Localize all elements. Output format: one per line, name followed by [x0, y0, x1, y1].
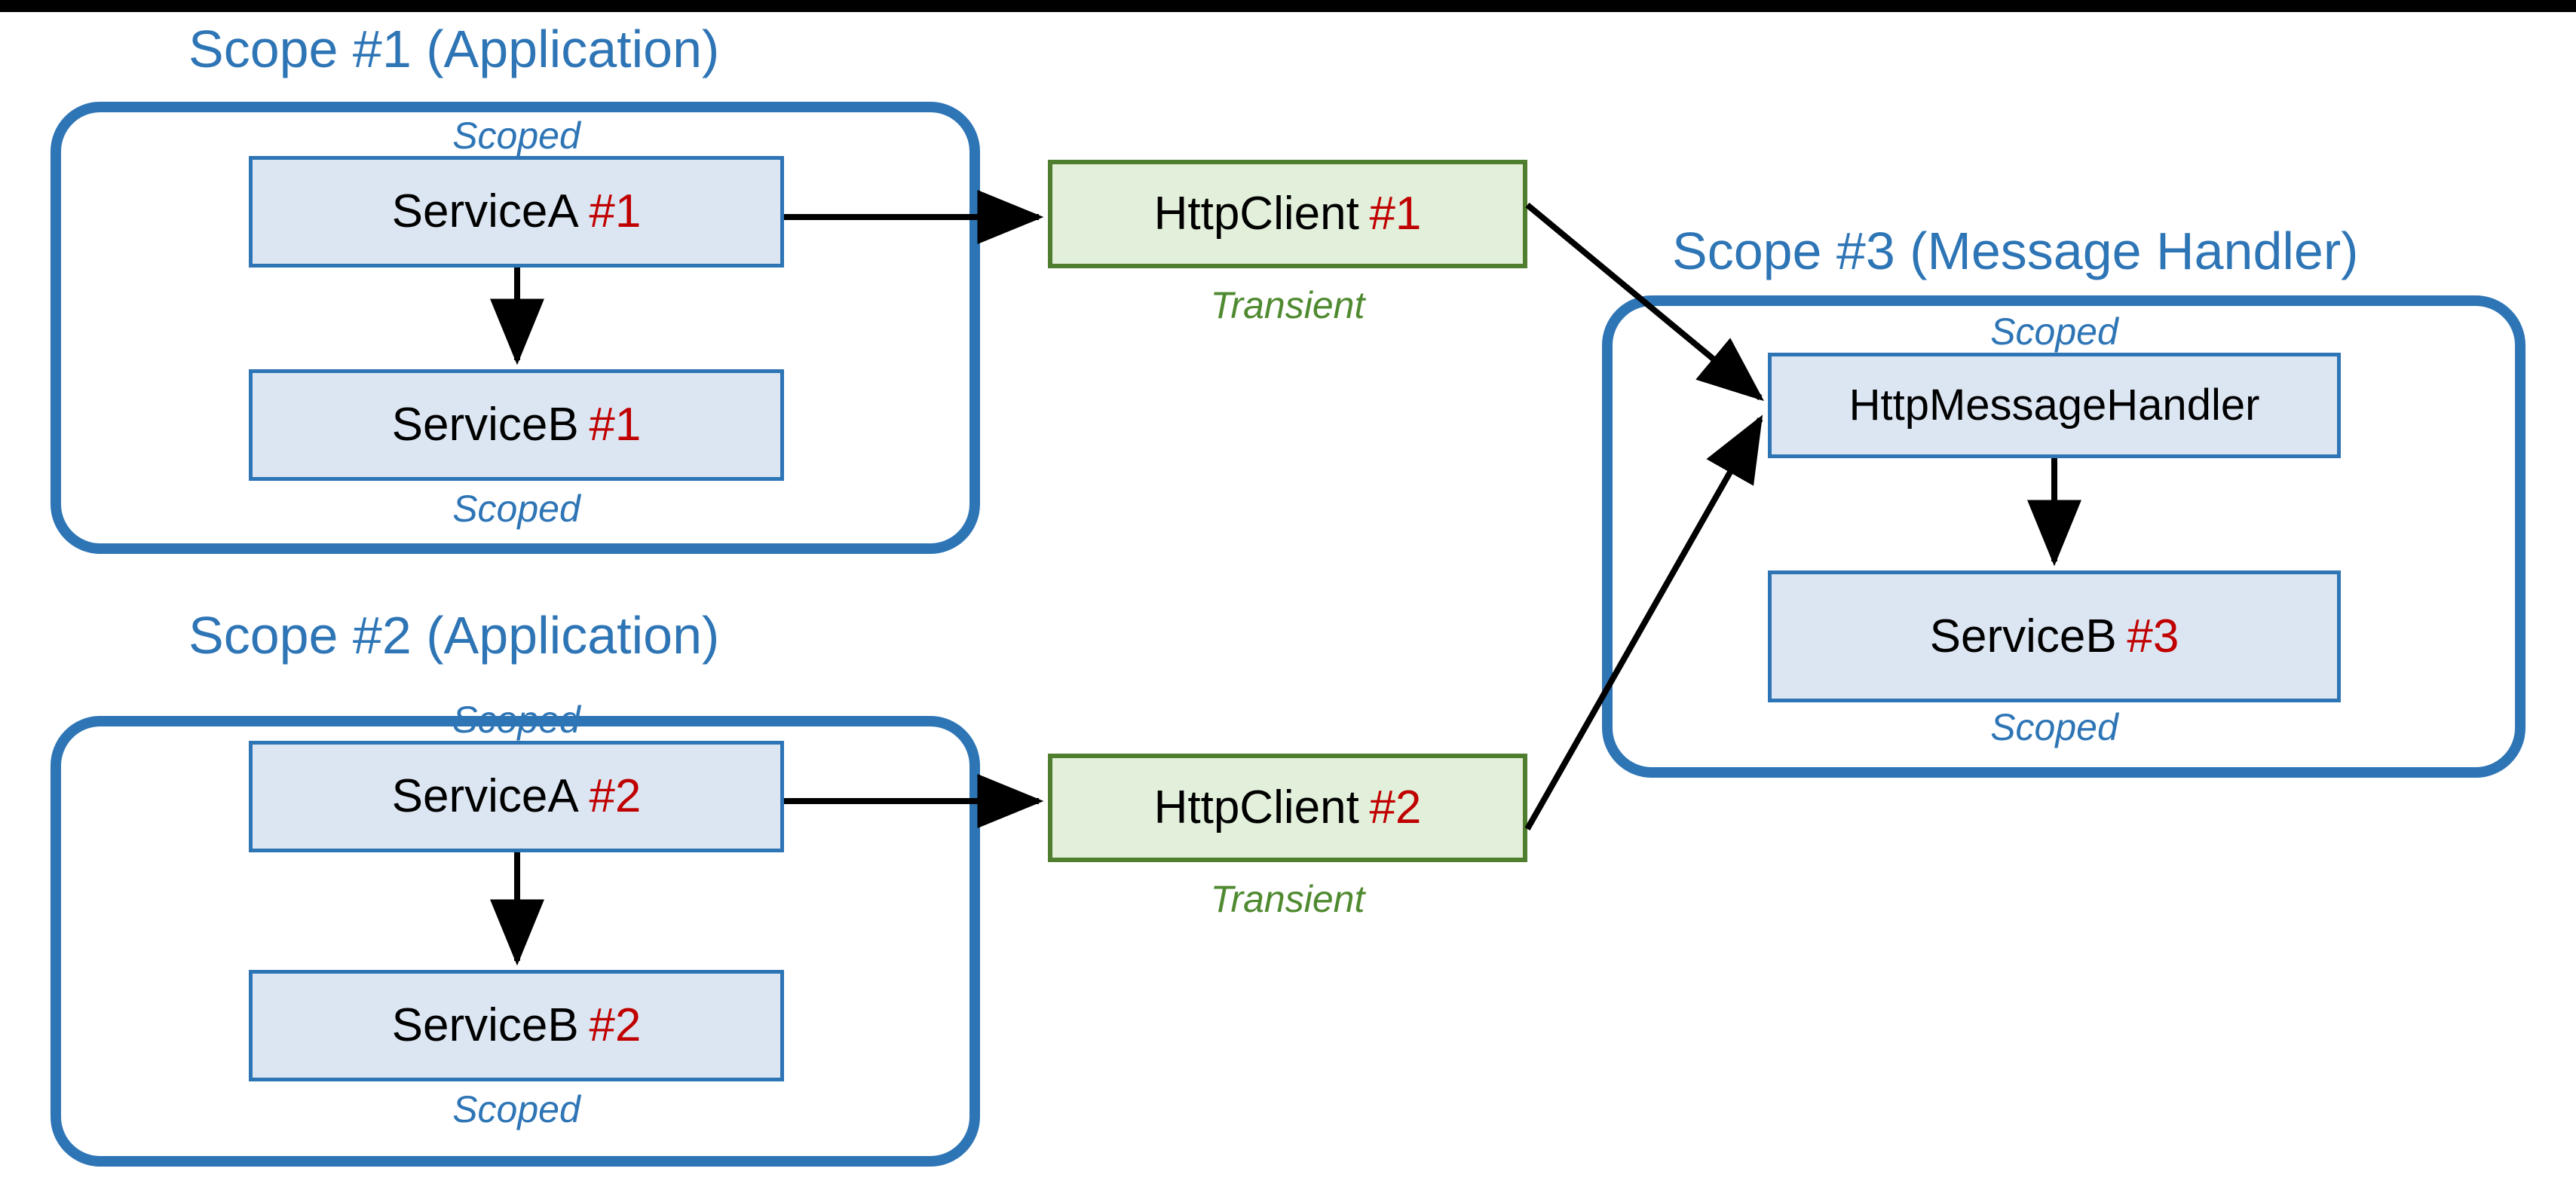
- node-servicea-1[interactable]: ServiceA #1: [249, 156, 784, 268]
- node-serviceb-1-name: ServiceB: [391, 399, 579, 451]
- node-httpclient-2-name: HttpClient: [1153, 781, 1359, 833]
- node-serviceb-2-instance: #2: [589, 999, 642, 1051]
- node-httpmessagehandler[interactable]: HttpMessageHandler: [1768, 353, 2341, 458]
- node-serviceb-3-name: ServiceB: [1929, 610, 2117, 662]
- node-httpmessagehandler-name: HttpMessageHandler: [1849, 381, 2260, 430]
- node-httpclient-2-instance: #2: [1369, 781, 1422, 833]
- node-serviceb-3-instance: #3: [2127, 610, 2179, 662]
- scope-3-top-lifetime-label: Scoped: [1990, 310, 2118, 353]
- node-httpclient-1[interactable]: HttpClient #1: [1048, 160, 1527, 268]
- scope-1-top-lifetime-label: Scoped: [452, 115, 580, 157]
- node-servicea-2-name: ServiceA: [391, 770, 579, 822]
- node-httpclient-1-lifetime-label: Transient: [1210, 284, 1365, 326]
- scope-2-title: Scope #2 (Application): [188, 606, 720, 665]
- node-httpclient-2-lifetime-label: Transient: [1210, 878, 1365, 920]
- node-serviceb-1-instance: #1: [589, 399, 642, 451]
- scope-3-bottom-lifetime-label: Scoped: [1990, 706, 2118, 748]
- node-httpclient-2[interactable]: HttpClient #2: [1048, 754, 1527, 862]
- scope-1-title: Scope #1 (Application): [188, 20, 720, 78]
- node-servicea-1-name: ServiceA: [391, 185, 579, 237]
- scope-2-top-lifetime-label: Scoped: [452, 699, 580, 741]
- node-servicea-2-instance: #2: [589, 770, 642, 822]
- node-serviceb-2-name: ServiceB: [391, 999, 579, 1051]
- top-black-bar: [0, 0, 2576, 12]
- scope-2-container: [51, 716, 980, 1167]
- node-serviceb-1[interactable]: ServiceB #1: [249, 369, 784, 481]
- node-httpclient-1-instance: #1: [1369, 188, 1422, 240]
- node-servicea-2[interactable]: ServiceA #2: [249, 741, 784, 852]
- node-servicea-1-instance: #1: [589, 185, 642, 237]
- node-serviceb-2[interactable]: ServiceB #2: [249, 970, 784, 1081]
- node-httpclient-1-name: HttpClient: [1153, 188, 1359, 240]
- scope-2-bottom-lifetime-label: Scoped: [452, 1088, 580, 1130]
- scope-3-title: Scope #3 (Message Handler): [1672, 222, 2359, 280]
- node-serviceb-3[interactable]: ServiceB #3: [1768, 570, 2341, 702]
- scope-1-bottom-lifetime-label: Scoped: [452, 488, 580, 530]
